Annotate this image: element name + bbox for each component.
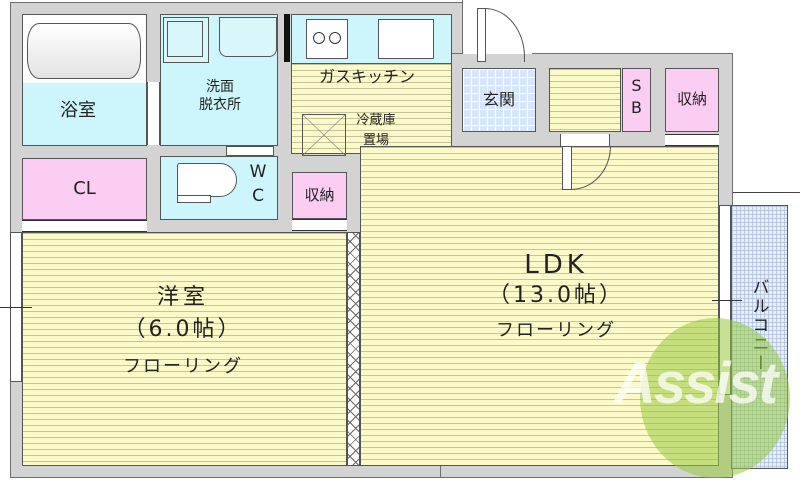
gas-stove-icon: [306, 19, 348, 59]
kitchen-counter: [291, 14, 452, 64]
washroom-label-line2: 脱衣所: [199, 97, 241, 113]
kitchen-label: ガスキッチン: [318, 67, 415, 86]
hallway: [549, 68, 621, 132]
partition-black: [284, 14, 290, 62]
storage-mid: 収納: [292, 172, 347, 219]
storage-mid-door[interactable]: [292, 219, 347, 231]
storage-mid-label: 収納: [304, 186, 335, 204]
washing-machine-icon: [163, 17, 209, 63]
toilet-label-line2: C: [252, 186, 264, 206]
closet-door[interactable]: [22, 220, 147, 232]
entrance: 玄関: [462, 68, 536, 132]
watermark-logo: [640, 318, 790, 478]
bathroom: 浴室: [22, 14, 147, 146]
ldk-floor: フローリング: [496, 320, 616, 341]
washroom-door[interactable]: [226, 146, 274, 156]
sliding-partition[interactable]: [347, 232, 360, 466]
burner-icon: [313, 32, 325, 44]
western-room-window-mark: [0, 307, 32, 308]
closet: CL: [22, 158, 147, 220]
shoe-box: S B: [622, 68, 651, 132]
toilet-tank-icon: [177, 195, 211, 203]
fridge-label-line1: 冷蔵庫: [356, 113, 396, 128]
toilet: W C: [160, 156, 278, 220]
washroom-label-line1: 洗面: [206, 79, 234, 95]
storage-top: 収納: [665, 68, 719, 132]
shoebox-label-line1: S: [631, 76, 642, 95]
bathroom-label: 浴室: [60, 100, 96, 121]
entrance-label: 玄関: [482, 90, 515, 109]
ldk-name: LDK: [524, 250, 588, 280]
burner-icon: [329, 32, 341, 44]
fridge-space-icon: [302, 114, 346, 156]
ldk-window-mark: [712, 300, 742, 301]
storage-top-label: 収納: [676, 90, 707, 108]
western-room-floor: フローリング: [123, 356, 243, 377]
western-room-name: 洋室: [156, 285, 209, 310]
bathtub-icon-inner: [27, 23, 141, 79]
shoebox-label-line2: B: [631, 98, 642, 117]
western-room-size: （6.0帖）: [123, 317, 243, 342]
storage-top-door[interactable]: [665, 134, 719, 146]
fridge-label-line2: 置場: [362, 133, 389, 148]
ldk-size: （13.0帖）: [488, 283, 624, 308]
ldk-hall-opening: [560, 134, 610, 146]
toilet-icon: [177, 163, 237, 197]
kitchen-sink-icon: [378, 19, 434, 59]
washbasin-icon: [219, 17, 277, 57]
washroom: 洗面 脱衣所: [160, 14, 278, 146]
bathroom-door[interactable]: [147, 82, 160, 145]
closet-label: CL: [73, 178, 96, 199]
watermark-text: Assist: [614, 351, 778, 416]
western-room: 洋室 （6.0帖） フローリング: [22, 232, 347, 466]
toilet-label-line1: W: [249, 162, 267, 182]
